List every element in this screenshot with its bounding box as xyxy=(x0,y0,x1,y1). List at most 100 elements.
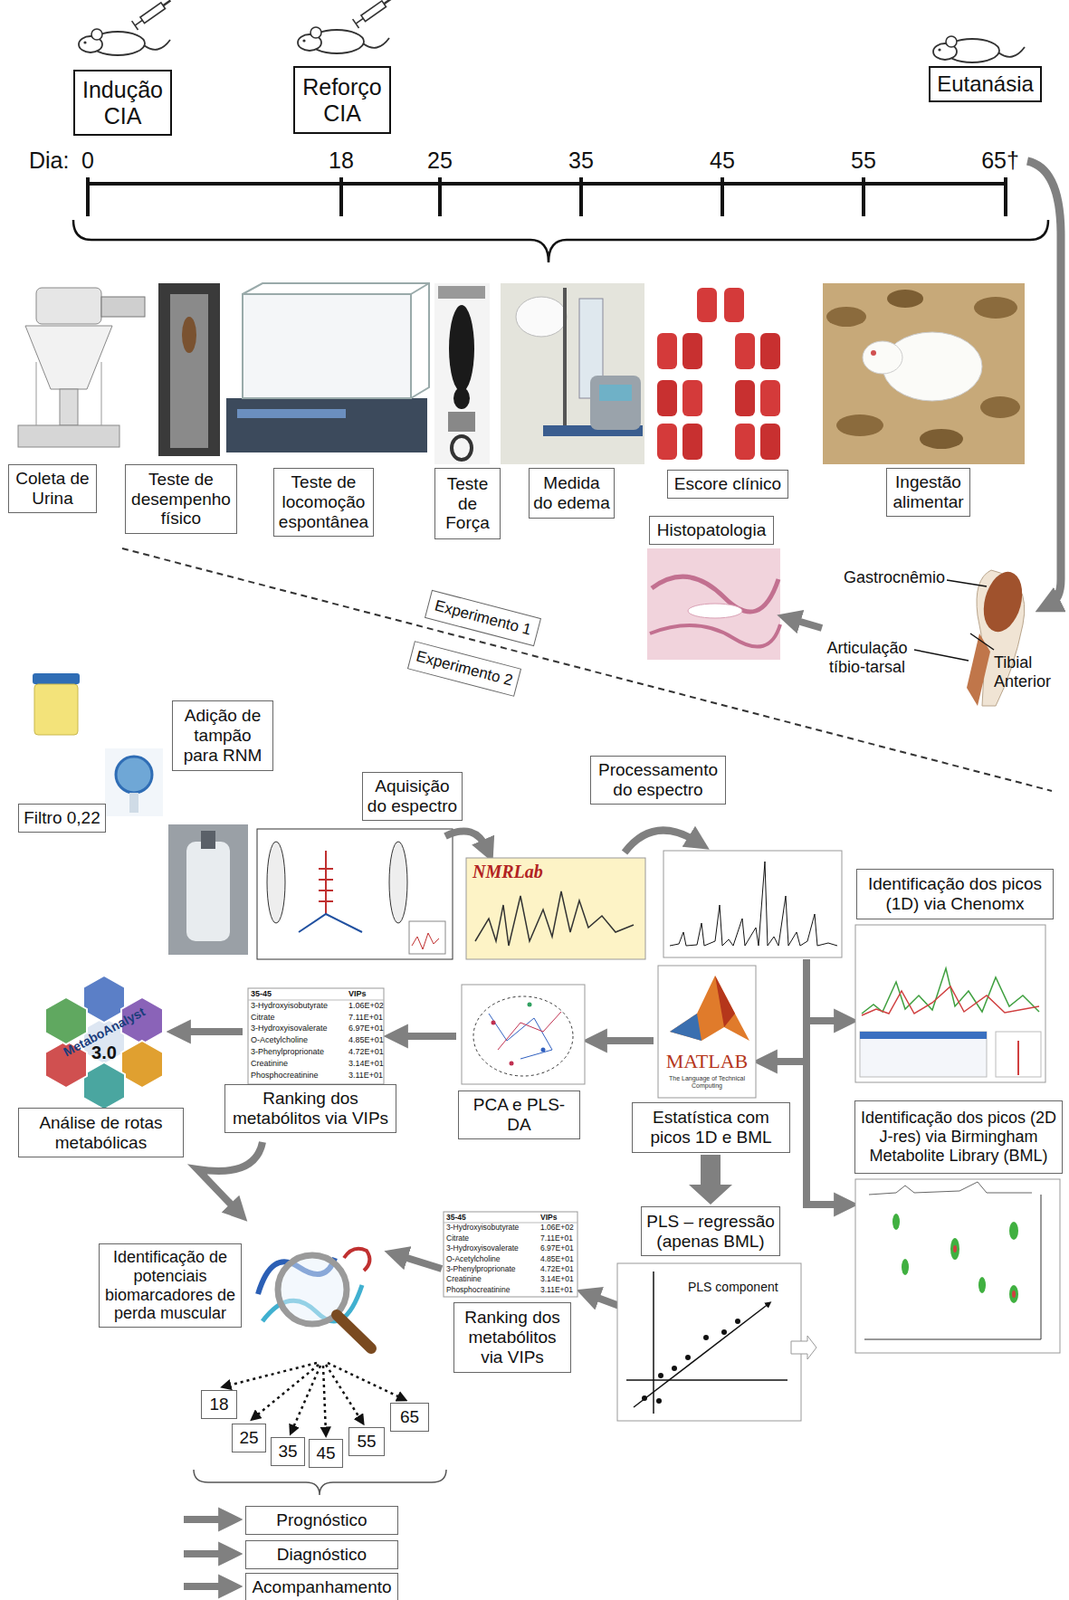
jres-plot xyxy=(1009,1285,1019,1304)
pls-plot xyxy=(703,1335,709,1341)
food-intake-photo xyxy=(887,289,924,308)
process-box: Identificação de potenciais biomarcadore… xyxy=(98,1243,242,1328)
pca-plot xyxy=(541,1048,546,1053)
dotted-arrows xyxy=(291,1365,321,1432)
timeline xyxy=(339,177,344,217)
axis-label: 18 xyxy=(309,147,373,174)
flow-arrow xyxy=(1027,161,1061,605)
grip-test xyxy=(438,286,486,299)
plethysmometer xyxy=(590,375,641,430)
leader-lines xyxy=(914,580,994,661)
process-box: Filtro 0,22 xyxy=(18,803,106,833)
table-cell: Creatinine xyxy=(250,1059,288,1069)
food-intake-photo xyxy=(980,396,1021,419)
branch-arrows xyxy=(803,1017,844,1025)
grip-test xyxy=(451,436,472,460)
table-cell: 3.14E+01 xyxy=(540,1275,574,1284)
nmr-machine xyxy=(200,830,216,850)
pca-plot xyxy=(509,1061,515,1067)
timeline xyxy=(1003,177,1008,217)
day-box: 35 xyxy=(270,1437,306,1467)
process-box: Escore clínico xyxy=(667,469,789,499)
table-cell: Creatinine xyxy=(446,1275,482,1284)
magnifier xyxy=(343,1249,370,1271)
day-box: 45 xyxy=(308,1439,344,1469)
part-label: MATLAB xyxy=(659,1049,755,1073)
jres-plot xyxy=(892,1213,900,1231)
table-cell: 6.97E+01 xyxy=(348,1024,384,1034)
nmr-machine xyxy=(186,841,230,942)
box-text: Experimento 2 xyxy=(412,647,516,690)
grip-test xyxy=(448,305,475,392)
part-label: PLS component xyxy=(687,1279,779,1295)
filter xyxy=(115,756,153,793)
process-box: Experimento 1 xyxy=(424,590,542,647)
box-text: Teste de desempenho físico xyxy=(129,469,233,530)
jres-plot xyxy=(868,1182,1032,1195)
leg-muscles xyxy=(977,567,1029,637)
timeline xyxy=(720,177,725,217)
clinical-score-photos xyxy=(760,380,781,417)
pls-plot xyxy=(617,1263,817,1422)
metaboanalyst-logo xyxy=(121,1040,163,1089)
clinical-score-photos xyxy=(734,423,755,460)
chenomx-screen xyxy=(855,925,1046,1083)
metabolic-cage xyxy=(25,325,113,390)
box-text: PCA e PLS-DA xyxy=(462,1095,576,1136)
chenomx-screen xyxy=(1017,1040,1020,1076)
clinical-score-photos xyxy=(649,283,812,465)
process-box: Identificação dos picos (1D) via Chenomx xyxy=(856,868,1054,920)
branch-arrows xyxy=(181,959,844,1587)
mouse-icons xyxy=(933,36,1025,63)
box-text: 35 xyxy=(275,1441,301,1462)
food-intake-photo xyxy=(862,341,903,374)
vip-table xyxy=(443,1212,578,1298)
axis-label: 0 xyxy=(56,147,120,174)
treadmill xyxy=(181,316,197,354)
day-box: 65 xyxy=(390,1403,430,1432)
process-box: PLS – regressão (apenas BML) xyxy=(640,1206,781,1257)
dotted-arrows xyxy=(224,1363,317,1387)
table-cell: Phosphocreatinine xyxy=(250,1071,319,1081)
clinical-score-photos xyxy=(760,423,781,460)
histology-image xyxy=(647,548,781,660)
process-box: Análise de rotas metabólicas xyxy=(18,1107,184,1158)
locomotion-box xyxy=(226,283,430,453)
table-cell: 1.06E+02 xyxy=(348,1002,384,1012)
pls-plot xyxy=(656,1398,662,1404)
process-box: Teste de desempenho físico xyxy=(124,464,238,535)
magnifier xyxy=(336,1315,372,1349)
nmr-coil-scheme xyxy=(257,829,453,960)
timeline xyxy=(438,177,442,217)
timeline xyxy=(87,181,1006,186)
box-text: Eutanásia xyxy=(934,71,1037,97)
pca-plot xyxy=(461,984,585,1085)
box-text: 18 xyxy=(205,1394,233,1415)
jres-plot xyxy=(953,1245,957,1253)
food-intake-photo xyxy=(973,296,1018,319)
grip-test xyxy=(448,411,476,432)
clinical-score-photos xyxy=(657,423,678,460)
pca-plot xyxy=(461,984,585,1085)
table-cell: 4.72E+01 xyxy=(348,1048,384,1058)
pca-plot xyxy=(491,1021,497,1026)
flow-arrow xyxy=(445,830,487,850)
urine-cup xyxy=(32,673,80,735)
metabolic-cage xyxy=(59,389,78,426)
nmr-coil-scheme xyxy=(298,914,363,933)
branch-arrows xyxy=(183,1516,229,1524)
matlab-logo xyxy=(658,965,756,1098)
axis-label: Dia: xyxy=(28,147,69,174)
pls-plot xyxy=(721,1329,727,1336)
jres-plot xyxy=(855,1179,1060,1354)
clinical-score-photos xyxy=(734,333,755,370)
clinical-score-photos xyxy=(682,423,703,460)
clinical-score-photos xyxy=(760,333,781,370)
table-cell: 3-Hydroxyisovalerate xyxy=(446,1244,519,1253)
pls-plot xyxy=(685,1355,691,1361)
nmr-coil-scheme xyxy=(267,841,286,924)
part-label: 3.0 xyxy=(85,1042,123,1064)
magnifier xyxy=(257,1249,372,1349)
box-text: Identificação de potenciais biomarcadore… xyxy=(103,1248,238,1324)
flow-arrow xyxy=(791,619,822,629)
